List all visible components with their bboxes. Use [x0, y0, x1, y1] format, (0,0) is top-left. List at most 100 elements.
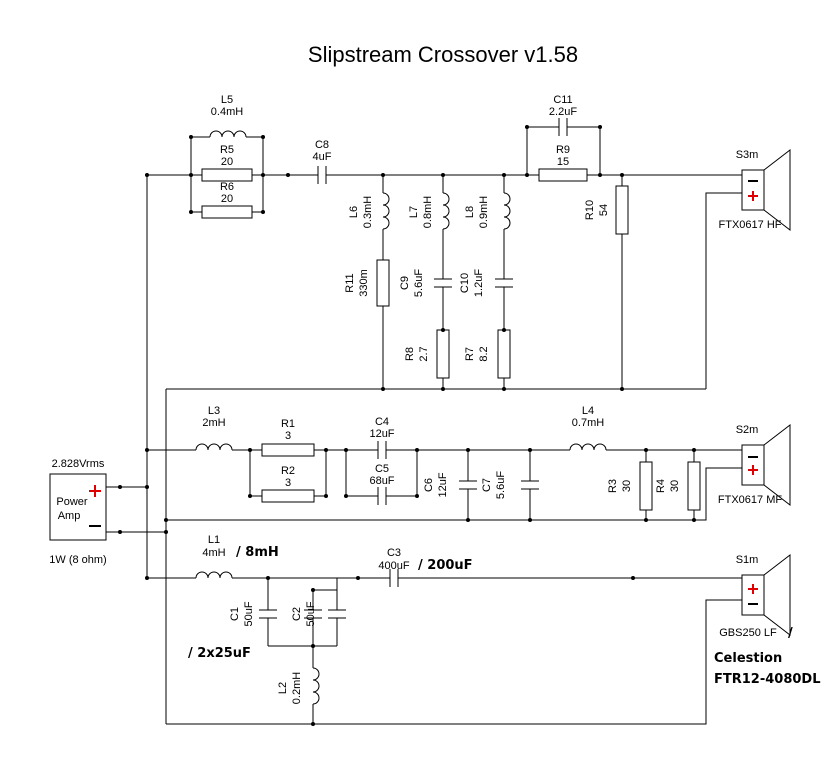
S3-model: FTX0617 HF — [719, 219, 782, 231]
R10-name: R10 — [584, 200, 596, 220]
L6-value: 0.3mH — [362, 196, 374, 228]
R3-resistor — [639, 461, 653, 511]
R8-name: R8 — [404, 347, 416, 361]
mf-section: L3 2mH R1 3 R2 3 C4 12uF C5 68uF C6 12uF… — [147, 405, 742, 522]
amp-box — [49, 473, 107, 541]
amp-name-line2: Amp — [58, 510, 81, 522]
C7-value: 5.6uF — [495, 471, 507, 499]
C6-name: C6 — [423, 478, 435, 492]
C3-alt-value: / 200uF — [418, 558, 473, 573]
R5-name: R5 — [220, 144, 234, 156]
C1-name: C1 — [229, 607, 241, 621]
L1-inductor — [195, 571, 233, 579]
R1-name: R1 — [281, 418, 295, 430]
L7-value: 0.8mH — [422, 196, 434, 228]
L6-inductor — [382, 192, 390, 230]
C2b-capacitor — [328, 609, 346, 619]
C1-C2-alt-value: / 2x25uF — [188, 646, 251, 661]
R1-resistor — [261, 443, 315, 457]
R7-value: 8.2 — [478, 346, 490, 361]
S1-model: GBS250 LF — [719, 627, 777, 639]
hf-section: L5 0.4mH R5 20 R6 20 C8 4uF C11 2.2uF R9… — [147, 94, 742, 391]
C11-name: C11 — [553, 94, 572, 106]
C4-capacitor — [377, 441, 387, 459]
R11-resistor — [376, 259, 390, 307]
S2-name: S2m — [736, 424, 759, 436]
R3-value: 30 — [621, 480, 633, 492]
C3-value: 400uF — [378, 560, 409, 572]
C10-value: 1.2uF — [473, 269, 485, 297]
L5-inductor — [209, 130, 247, 138]
C9-capacitor — [434, 278, 452, 288]
L5-name: L5 — [221, 94, 233, 106]
L7-name: L7 — [408, 206, 420, 218]
R2-name: R2 — [281, 465, 295, 477]
R5-value: 20 — [221, 156, 233, 168]
R6-resistor — [201, 205, 253, 219]
R4-name: R4 — [655, 479, 667, 493]
L3-inductor — [195, 443, 233, 451]
C2-value: 50uF — [305, 601, 317, 626]
C11-capacitor — [558, 118, 568, 136]
C11-value: 2.2uF — [549, 106, 577, 118]
speaker-s2: S2m FTX0617 MF — [718, 423, 791, 507]
R9-value: 15 — [557, 156, 569, 168]
L8-inductor — [503, 192, 511, 230]
L1-name: L1 — [208, 534, 220, 546]
C7-capacitor — [521, 480, 539, 490]
C7-name: C7 — [481, 478, 493, 492]
C1-capacitor — [259, 609, 277, 619]
S2-model: FTX0617 MF — [718, 494, 782, 506]
L3-name: L3 — [208, 405, 220, 417]
C2-name: C2 — [291, 607, 303, 621]
L2-value: 0.2mH — [291, 672, 303, 704]
C4-value: 12uF — [369, 428, 394, 440]
S1-cone-icon — [763, 553, 791, 637]
C6-capacitor — [459, 480, 477, 490]
page-title: Slipstream Crossover v1.58 — [308, 42, 578, 67]
R2-resistor — [261, 489, 315, 503]
L8-name: L8 — [464, 206, 476, 218]
L4-name: L4 — [582, 405, 594, 417]
C5-value: 68uF — [369, 475, 394, 487]
L8-value: 0.9mH — [478, 196, 490, 228]
C5-name: C5 — [375, 463, 389, 475]
R6-value: 20 — [221, 193, 233, 205]
L2-inductor — [312, 667, 320, 705]
lf-section: L1 4mH / 8mH C3 400uF / 200uF C1 50uF C2… — [147, 534, 742, 726]
R1-value: 3 — [285, 430, 291, 442]
R3-name: R3 — [607, 479, 619, 493]
R9-name: R9 — [556, 144, 570, 156]
R10-value: 54 — [598, 204, 610, 216]
amp-name-line1: Power — [56, 496, 88, 508]
power-amp: 2.828Vrms Power Amp 1W (8 ohm) — [49, 458, 166, 566]
C8-value: 4uF — [313, 151, 332, 163]
amp-power-label: 1W (8 ohm) — [49, 554, 106, 566]
C6-value: 12uF — [437, 472, 449, 497]
C8-capacitor — [317, 166, 327, 184]
L4-value: 0.7mH — [572, 417, 604, 429]
C10-name: C10 — [459, 273, 471, 293]
S1-alt-model-line1: Celestion — [714, 651, 782, 666]
R7-name: R7 — [464, 347, 476, 361]
speaker-s3: S3m FTX0617 HF — [719, 148, 791, 232]
S3-name: S3m — [736, 149, 759, 161]
C8-name: C8 — [315, 139, 329, 151]
S1-magnet — [741, 574, 765, 616]
C3-capacitor — [389, 569, 399, 587]
L1-value: 4mH — [202, 547, 225, 559]
R11-name: R11 — [344, 273, 356, 292]
C9-value: 5.6uF — [413, 269, 425, 297]
amp-plus-icon — [89, 485, 101, 497]
C3-name: C3 — [387, 547, 401, 559]
L5-value: 0.4mH — [211, 106, 243, 118]
S2-plus-icon — [748, 465, 758, 475]
L3-value: 2mH — [202, 417, 225, 429]
S1-name: S1m — [736, 554, 759, 566]
R2-value: 3 — [285, 477, 291, 489]
C10-capacitor — [495, 278, 513, 288]
S1-alt-model-line2: FTR12-4080DL — [714, 672, 821, 687]
S1-alt-slash: / — [788, 626, 793, 641]
S2-cone-icon — [763, 423, 791, 507]
R9-resistor — [538, 168, 588, 182]
